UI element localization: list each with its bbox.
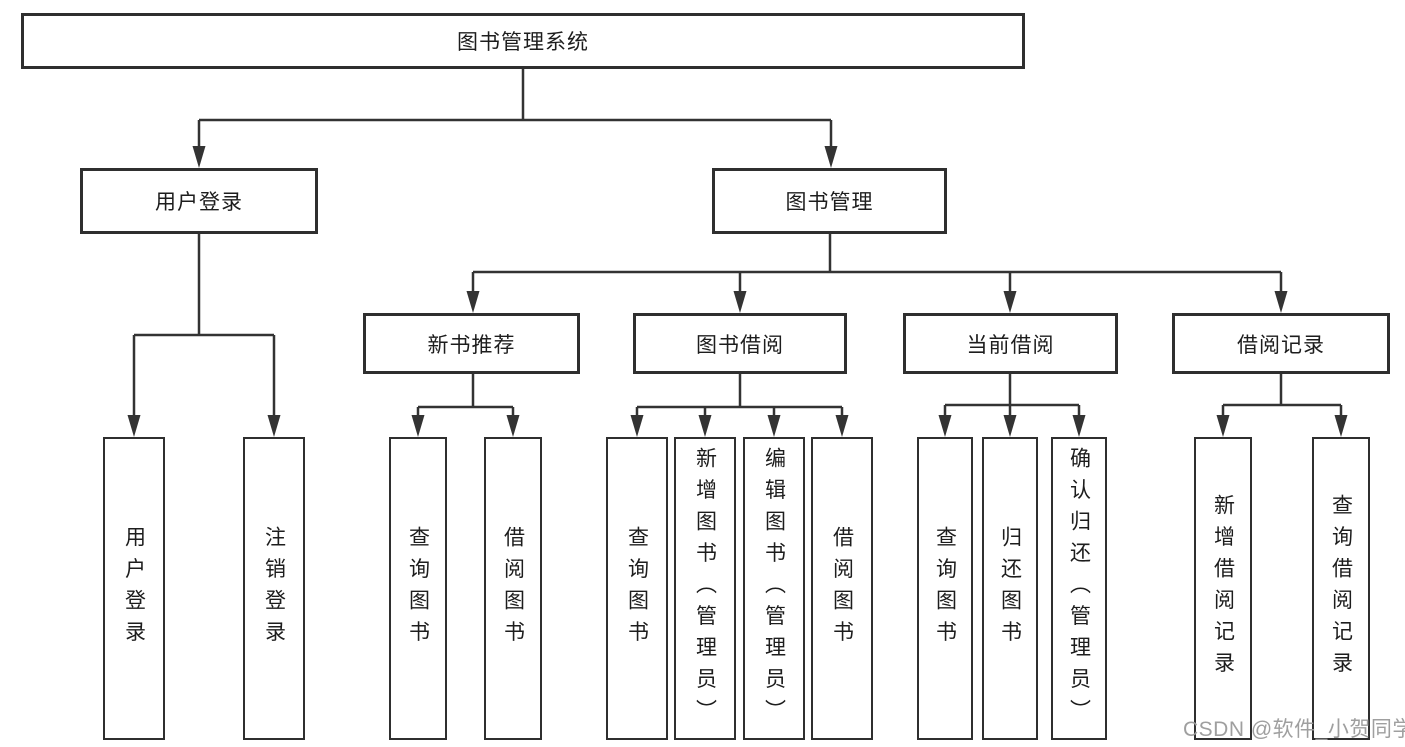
leaf-add-borrow-record: 新增借阅记录 (1194, 437, 1252, 740)
leaf-label: 新增借阅记录 (1211, 494, 1235, 683)
connector-currentborrow-to-leaves (938, 374, 1086, 437)
leaf-label: 查询借阅记录 (1329, 494, 1353, 683)
leaf-query-books-current: 查询图书 (917, 437, 973, 740)
node-borrow-records: 借阅记录 (1172, 313, 1390, 374)
node-root-library-system: 图书管理系统 (21, 13, 1025, 69)
leaf-label: 新增图书（管理员） (693, 446, 717, 731)
leaf-edit-books-admin: 编辑图书（管理员） (743, 437, 805, 740)
leaf-label: 归还图书 (998, 525, 1022, 652)
csdn-watermark: CSDN @软件_小贺同学 (1183, 718, 1405, 741)
leaf-add-books-admin: 新增图书（管理员） (674, 437, 736, 740)
leaf-label: 查询图书 (406, 525, 430, 652)
leaf-borrow-books-recommend: 借阅图书 (484, 437, 542, 740)
leaf-label: 注销登录 (262, 525, 286, 652)
connector-bookborrow-to-leaves (630, 374, 849, 437)
leaf-query-books-recommend: 查询图书 (389, 437, 447, 740)
leaf-label: 借阅图书 (830, 525, 854, 652)
leaf-query-books-borrowing: 查询图书 (606, 437, 668, 740)
node-new-book-recommend: 新书推荐 (363, 313, 580, 374)
leaf-label: 确认归还（管理员） (1067, 446, 1091, 731)
leaf-confirm-return-admin: 确认归还（管理员） (1051, 437, 1107, 740)
node-book-management: 图书管理 (712, 168, 947, 234)
leaf-return-books: 归还图书 (982, 437, 1038, 740)
leaf-label: 编辑图书（管理员） (762, 446, 786, 731)
connector-bookmgmt-to-level3 (466, 233, 1288, 313)
connector-borrowrecords-to-leaves (1216, 374, 1348, 437)
connector-root-to-level2 (192, 69, 838, 168)
node-user-login: 用户登录 (80, 168, 318, 234)
leaf-label: 查询图书 (625, 525, 649, 652)
leaf-user-login: 用户登录 (103, 437, 165, 740)
node-current-borrowing: 当前借阅 (903, 313, 1118, 374)
leaf-label: 查询图书 (933, 525, 957, 652)
connector-newbooks-to-leaves (411, 374, 520, 437)
leaf-label: 用户登录 (122, 525, 146, 652)
leaf-borrow-books: 借阅图书 (811, 437, 873, 740)
leaf-label: 借阅图书 (501, 525, 525, 652)
node-book-borrowing: 图书借阅 (633, 313, 847, 374)
leaf-logout: 注销登录 (243, 437, 305, 740)
leaf-query-borrow-record: 查询借阅记录 (1312, 437, 1370, 740)
connector-userlogin-to-leaves (127, 234, 281, 437)
